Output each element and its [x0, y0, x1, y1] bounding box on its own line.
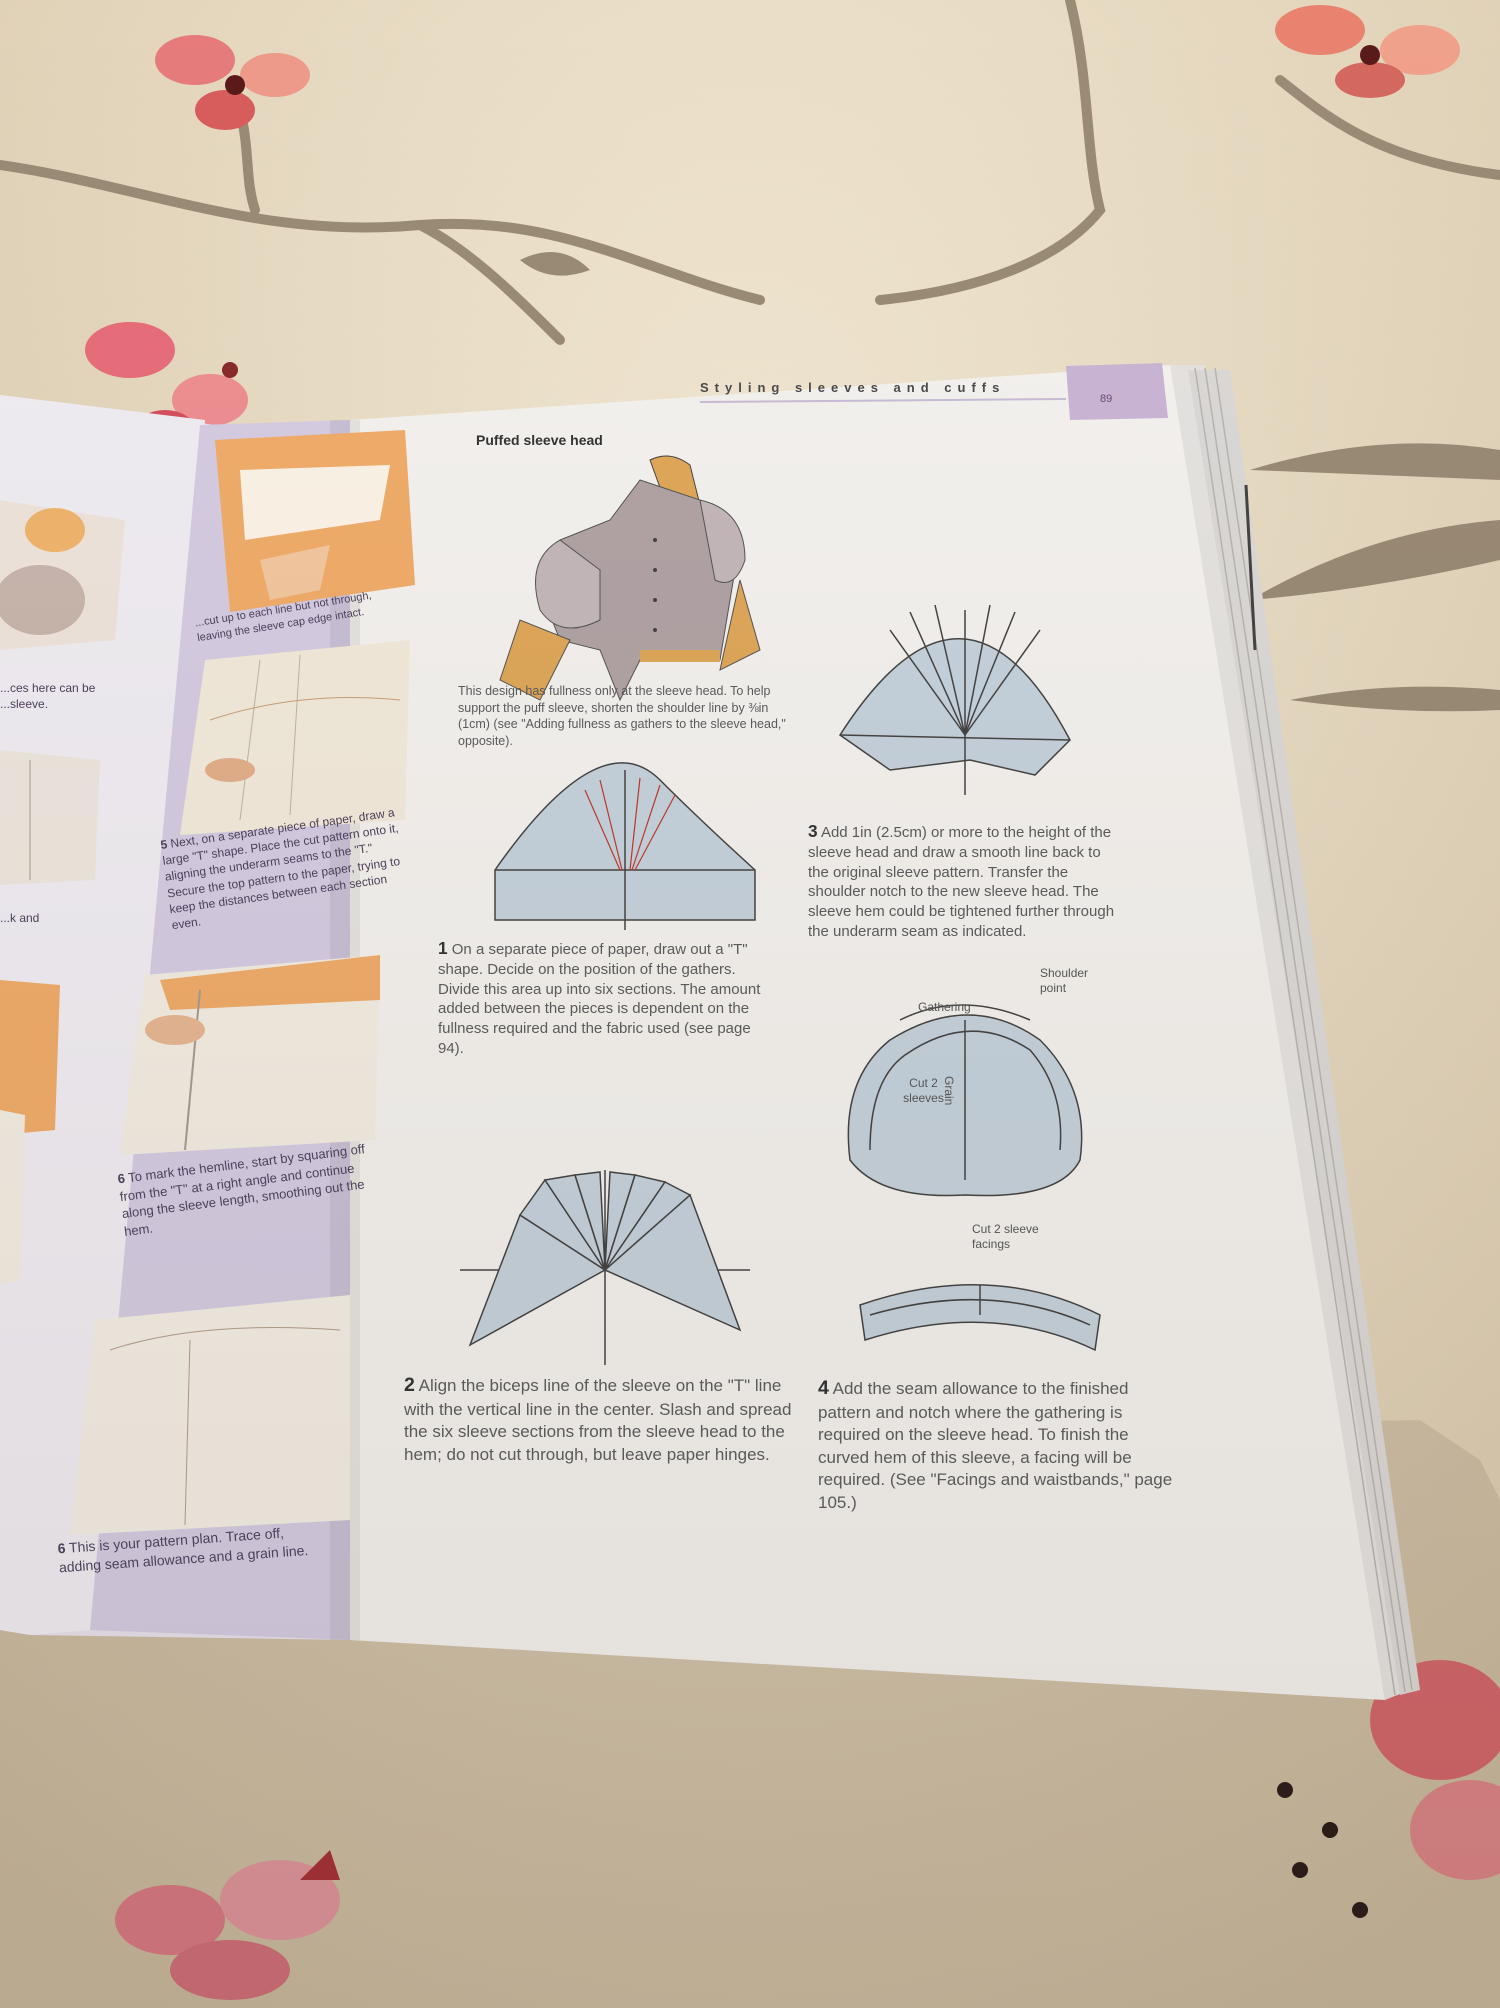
running-head: Styling sleeves and cuffs	[700, 380, 1006, 395]
flower-bottom-left	[115, 1850, 340, 2000]
puffed-sleeve-fashion-illustration	[499, 455, 761, 702]
left-step-final-number: 6	[57, 1539, 66, 1557]
left-photo-2	[180, 640, 410, 835]
right-page	[350, 365, 1385, 1700]
step2-caption: 2 Align the biceps line of the sleeve on…	[404, 1373, 804, 1466]
step1-text: On a separate piece of paper, draw out a…	[438, 941, 761, 1057]
label-gathering: Gathering	[918, 1000, 971, 1014]
left-photo-3	[120, 955, 380, 1155]
step4-caption: 4 Add the seam allowance to the finished…	[818, 1376, 1173, 1514]
left-photo-far	[0, 500, 125, 1285]
left-photo-4	[70, 1295, 350, 1535]
step2-slash-spread-diagram	[460, 1170, 750, 1365]
left-step6-number: 6	[116, 1170, 126, 1187]
step4-text: Add the seam allowance to the finished p…	[818, 1379, 1173, 1512]
left-photo-1	[215, 430, 415, 612]
step1-caption: 1 On a separate piece of paper, draw out…	[438, 937, 768, 1059]
step1-t-shape-diagram	[494, 762, 756, 930]
step4-facing-pattern-piece	[859, 1284, 1101, 1352]
intro-caption: This design has fullness only at the sle…	[458, 684, 786, 748]
flower-top-left	[155, 35, 310, 130]
label-cut-facings: Cut 2 sleeve facings	[972, 1222, 1039, 1251]
step2-number: 2	[404, 1374, 415, 1396]
left-caption-partial-mid: ...k and	[0, 911, 40, 925]
left-caption-partial-top: ...ces here can be ...sleeve.	[0, 681, 96, 712]
step3-number: 3	[808, 821, 818, 841]
label-shoulder-point: Shoulder point	[1040, 966, 1089, 995]
step3-text: Add 1in (2.5cm) or more to the height of…	[808, 824, 1115, 940]
left-step5-number: 5	[159, 837, 169, 853]
page-number: 89	[1100, 393, 1113, 405]
page-number-tab	[1066, 363, 1168, 420]
step3-add-height-diagram	[838, 604, 1071, 795]
section-title: Puffed sleeve head	[476, 432, 603, 448]
step2-text: Align the biceps line of the sleeve on t…	[404, 1376, 792, 1464]
step1-number: 1	[438, 938, 448, 958]
step4-number: 4	[818, 1377, 829, 1399]
flower-top-right	[1275, 5, 1460, 98]
step3-caption: 3 Add 1in (2.5cm) or more to the height …	[808, 820, 1118, 942]
step4-sleeve-pattern-piece	[847, 1004, 1083, 1197]
embroidered-leaves	[520, 252, 1500, 712]
label-cut-sleeves: Cut 2 sleeves	[903, 1076, 944, 1105]
label-grain: Grain	[942, 1076, 956, 1106]
